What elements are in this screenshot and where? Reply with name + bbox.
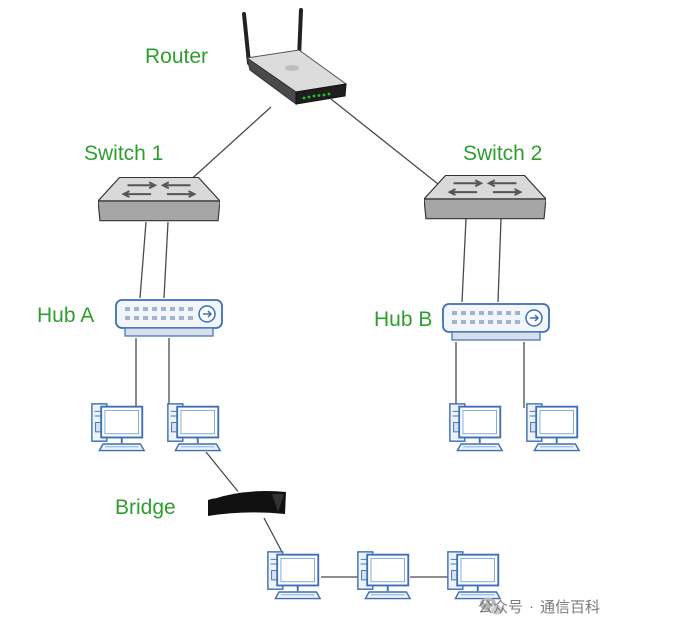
hub-a-icon [115,299,223,337]
router-label: Router [145,45,209,68]
link-switch1-hub-a-2 [163,221,169,299]
watermark: 公众号 · 通信百科 [478,596,600,617]
link-switch1-hub-a-1 [139,221,147,299]
switch-2-icon [424,175,546,220]
connection-lines [135,98,525,578]
watermark-account: 公众号 [478,599,524,616]
link-router-switch2 [330,98,439,185]
hub-a-label: Hub A [37,304,95,327]
link-switch2-hub-b-1 [461,218,467,303]
link-pc2-bridge [205,451,241,495]
computer-icon [166,402,222,452]
router-icon [242,8,348,105]
switch-1-label: Switch 1 [84,142,164,165]
bridge-icon [208,488,286,516]
computer-icon [446,550,502,600]
watermark-name: 通信百科 [540,599,601,616]
computer-icon [525,402,581,452]
computer-icon [90,402,146,452]
link-switch2-hub-b-2 [497,218,502,303]
link-bridge-pc5 [263,517,283,553]
computer-icon [356,550,412,600]
computer-icon [266,550,322,600]
switch-1-icon [98,177,220,222]
hub-b-icon [442,303,550,341]
wechat-icon [480,597,504,616]
bridge-label: Bridge [115,496,176,519]
computer-icon [448,402,504,452]
switch-2-label: Switch 2 [463,142,543,165]
watermark-separator: · [529,598,535,615]
link-router-switch1 [185,106,272,185]
hub-b-label: Hub B [374,308,433,331]
